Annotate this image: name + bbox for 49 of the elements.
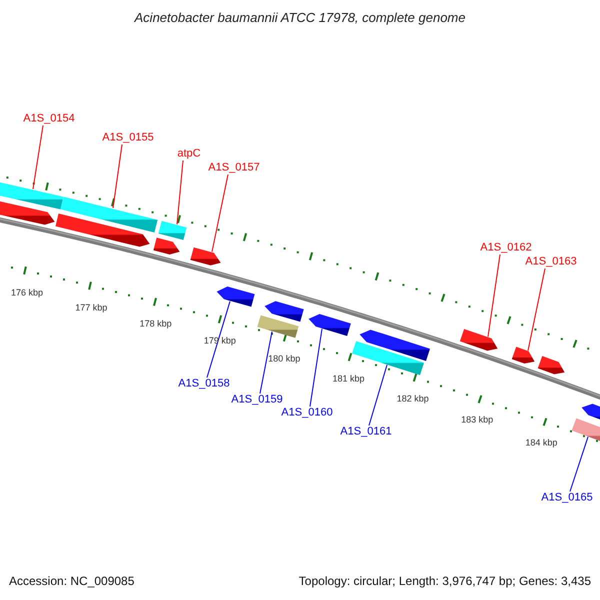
leader-line — [212, 174, 228, 252]
gene-label: A1S_0158 — [178, 378, 230, 390]
scale-label: 177 kbp — [75, 303, 108, 312]
scale-label: 182 kbp — [396, 394, 429, 404]
leader-line — [570, 436, 588, 492]
leader-line — [488, 254, 500, 338]
leader-line — [310, 328, 322, 407]
gene-feature — [308, 314, 351, 336]
scale-label: 183 kbp — [461, 416, 494, 425]
gene-feature — [512, 346, 535, 364]
footer-text: Accession: NC_009085 — [9, 575, 134, 587]
gene-label: A1S_0161 — [340, 426, 392, 438]
gene-label: A1S_0155 — [102, 132, 154, 144]
gene-label: A1S_0163 — [525, 256, 577, 268]
gene-feature — [56, 214, 150, 247]
leader-line — [260, 331, 272, 394]
gene-feature — [264, 301, 304, 322]
gene-feature — [460, 329, 498, 351]
scale-label: 178 kbp — [140, 320, 172, 329]
gene-feature — [0, 182, 64, 210]
gene-feature — [0, 200, 55, 225]
gene-label: atpC — [177, 148, 201, 160]
gene-label: A1S_0165 — [541, 492, 593, 504]
gene-label: A1S_0160 — [281, 408, 333, 418]
scale-label: 176 kbp — [10, 288, 44, 298]
gene-feature — [257, 315, 299, 338]
scale-label: 180 kbp — [268, 354, 300, 364]
gene-label: A1S_0159 — [231, 394, 283, 406]
gene-feature — [153, 238, 180, 254]
leader-line — [206, 300, 230, 378]
gene-label: A1S_0154 — [23, 114, 75, 124]
gene-feature — [158, 220, 187, 240]
gene-feature — [60, 196, 158, 232]
leader-line — [528, 268, 546, 352]
leader-line — [176, 160, 184, 225]
gene-feature — [216, 286, 255, 307]
scale-label: 181 kbp — [332, 374, 365, 384]
footer-text: Topology: circular; Length: 3,976,747 bp; Genes: 3,435 — [298, 575, 591, 587]
gene-feature — [360, 330, 430, 361]
gene-feature — [352, 341, 424, 376]
leader-line — [368, 364, 388, 426]
title: Acinetobacter baumannii ATCC 17978, complete genome — [134, 11, 466, 24]
leader-line — [112, 144, 122, 208]
gene-feature — [190, 247, 221, 266]
gene-label: A1S_0157 — [208, 162, 260, 174]
gene-feature — [538, 356, 565, 374]
gene-label: A1S_0162 — [480, 242, 532, 254]
leader-line — [32, 125, 44, 190]
scale-label: 184 kbp — [525, 438, 558, 448]
